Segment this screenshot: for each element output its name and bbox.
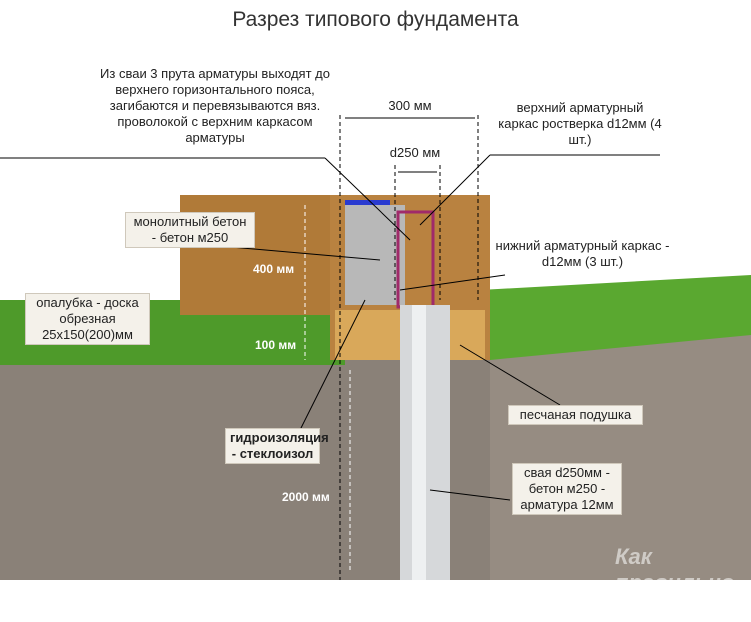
lower-cage-label: нижний арматурный каркас - d12мм (3 шт.) xyxy=(495,238,670,269)
formwork-label: опалубка - доска обрезная 25x150(200)мм xyxy=(25,293,150,345)
sand-label: песчаная подушка xyxy=(508,405,643,425)
watermark-logo: Как правильно Сделать xyxy=(615,544,735,621)
grass-right xyxy=(480,275,751,360)
waterproofing xyxy=(345,200,390,205)
h100-label: 100 мм xyxy=(255,338,297,352)
ground-right xyxy=(490,330,751,580)
page-title: Разрез типового фундамента xyxy=(232,8,519,31)
waterproof-label: гидроизоляция - стеклоизол xyxy=(225,428,329,464)
h400-label: 400 мм xyxy=(253,262,295,276)
width-300-label: 300 мм xyxy=(388,98,432,113)
concrete xyxy=(345,205,405,305)
d250-label: d250 мм xyxy=(389,145,441,160)
upper-cage-label: верхний арматурный каркас ростверка d12м… xyxy=(498,100,662,147)
pile-label: свая d250мм - бетон м250 - арматура 12мм xyxy=(512,463,622,515)
concrete-label: монолитный бетон - бетон м250 xyxy=(125,212,255,248)
h2000-label: 2000 мм xyxy=(282,490,330,504)
rebar-note: Из сваи 3 прута арматуры выходят до верх… xyxy=(100,66,330,145)
